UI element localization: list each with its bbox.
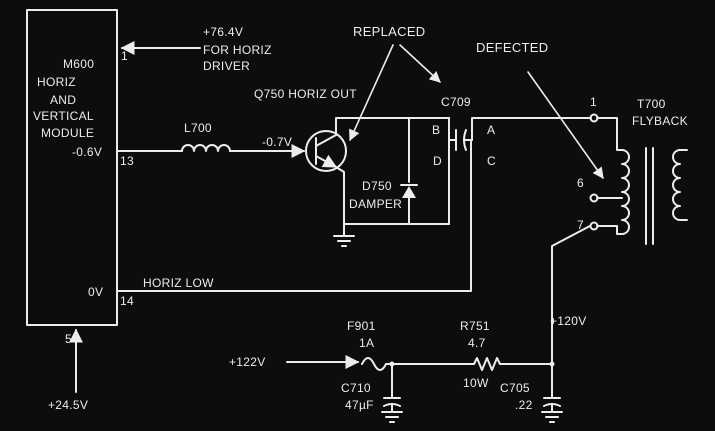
- supply-76-voltage: +76.4V: [203, 25, 243, 39]
- module-name-line-4: VERTICAL: [33, 109, 94, 123]
- module-pin5-number: 5: [65, 332, 72, 346]
- damper-diode: [402, 186, 416, 198]
- c709-pin-a: A: [487, 123, 495, 137]
- flyback-pin1-lead: [596, 117, 623, 151]
- inductor-label: L700: [184, 121, 212, 135]
- module-name-line-5: MODULE: [41, 126, 94, 140]
- c709-pin-d: D: [433, 154, 442, 168]
- c709-pin-b: B: [432, 123, 440, 137]
- resistor-power: 10W: [463, 376, 489, 390]
- transistor-collector: [315, 134, 337, 147]
- replaced-arrow-1: [349, 44, 394, 142]
- flyback-secondary-winding: [672, 149, 688, 221]
- supply-122-voltage: +122V: [229, 355, 266, 369]
- module-name-line-2: HORIZ: [37, 75, 76, 89]
- flyback-pin7-wire: [551, 225, 591, 365]
- ground-c705: [541, 411, 563, 423]
- c709-pin-c: C: [487, 154, 496, 168]
- supply-120-voltage: +120V: [550, 314, 587, 328]
- supply-76-note-line2: DRIVER: [203, 59, 250, 73]
- transistor-emitter: [315, 154, 338, 168]
- c710-label: C710: [341, 381, 371, 395]
- damper-name: DAMPER: [349, 197, 402, 211]
- c710-value: 47µF: [345, 398, 374, 412]
- module-pin1-number: 1: [121, 49, 128, 63]
- c709-label: C709: [441, 95, 471, 109]
- flyback-pin1: 1: [590, 95, 597, 109]
- replaced-annotation: REPLACED: [353, 24, 425, 39]
- c705-label: C705: [500, 381, 530, 395]
- collector-wire: [335, 117, 450, 136]
- emitter-wire: [335, 166, 345, 237]
- flyback-name: FLYBACK: [632, 114, 688, 128]
- module-pin14-number: 14: [120, 294, 134, 308]
- resistor-r751: [473, 357, 501, 371]
- module-block: [26, 9, 118, 326]
- damper-label: D750: [362, 179, 392, 193]
- supply-76-note-line1: FOR HORIZ: [203, 43, 272, 57]
- fuse-rating: 1A: [359, 336, 374, 350]
- flyback-pin7: 7: [577, 218, 584, 232]
- defected-annotation: DEFECTED: [476, 40, 548, 55]
- fuse-f901: [361, 357, 387, 371]
- resistor-value: 4.7: [468, 336, 486, 350]
- horiz-low-label: HORIZ LOW: [143, 276, 214, 290]
- defected-arrow: [527, 71, 604, 179]
- flyback-label: T700: [637, 97, 666, 111]
- transistor-q750: [305, 130, 347, 172]
- module-pin14-voltage: 0V: [88, 285, 103, 299]
- transistor-base-voltage: -0.7V: [262, 135, 292, 149]
- ground-emitter: [333, 235, 355, 247]
- module-pin13-voltage: -0.6V: [72, 145, 102, 159]
- ground-c710: [381, 411, 403, 423]
- module-pin13-number: 13: [120, 154, 134, 168]
- replaced-arrow-2: [399, 44, 441, 83]
- inductor-l700: [181, 144, 231, 152]
- resistor-label: R751: [460, 319, 490, 333]
- flyback-pin6: 6: [577, 176, 584, 190]
- supply-24-voltage: +24.5V: [48, 398, 88, 412]
- module-name-line-1: M600: [63, 57, 94, 71]
- module-name-line-3: AND: [50, 93, 76, 107]
- c709-to-flyback-pin1: [471, 117, 592, 141]
- fuse-label: F901: [347, 319, 376, 333]
- horiz-low-wire: [116, 139, 472, 292]
- flyback-primary-winding: [621, 149, 630, 235]
- transistor-label: Q750 HORIZ OUT: [254, 87, 357, 101]
- flyback-pin7-lead: [596, 225, 623, 235]
- c705-value: .22: [515, 398, 533, 412]
